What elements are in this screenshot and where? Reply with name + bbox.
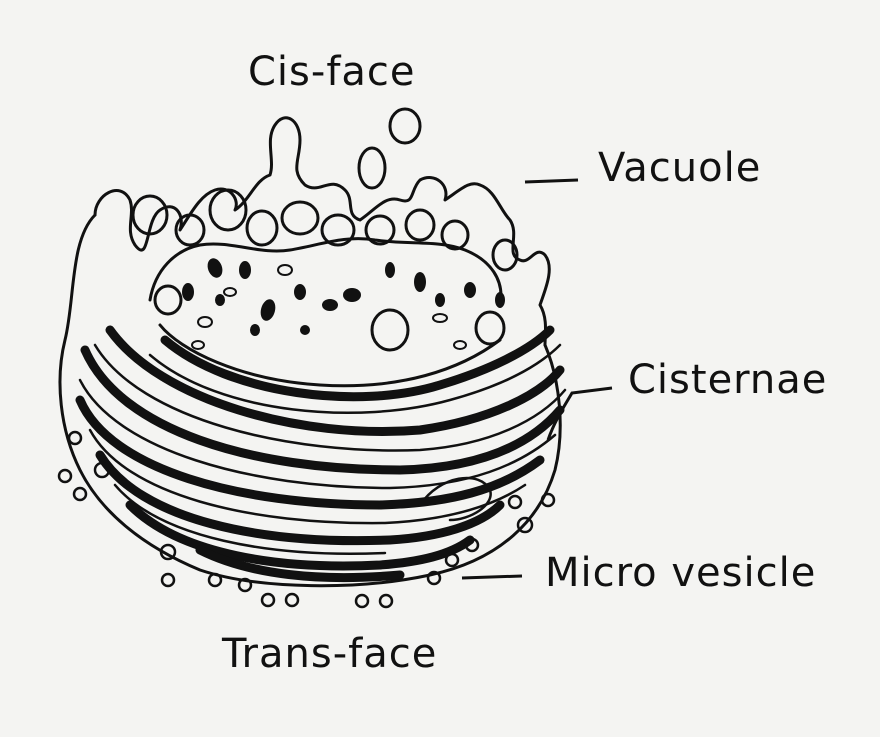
label-cisternae: Cisternae [628, 357, 828, 403]
microvesicles [57, 430, 556, 609]
label-vacuole: Vacuole [598, 145, 762, 191]
vacuoles [131, 107, 519, 352]
cisterna-1 [160, 325, 555, 402]
dense-granules [182, 258, 505, 336]
cisterna-7 [195, 545, 405, 583]
small-granules [191, 264, 467, 350]
trans-cisterna-swelling [418, 476, 492, 522]
cisterna-4 [75, 395, 545, 510]
leader-microvesicle [461, 574, 523, 580]
cisterna-2 [105, 325, 565, 437]
leader-cisternae [546, 386, 613, 441]
cis-face-tubules [93, 116, 551, 347]
label-cis-face: Cis-face [248, 49, 416, 95]
cisterna-6 [125, 500, 475, 571]
label-trans-face: Trans-face [222, 631, 438, 677]
cisterna-5 [95, 450, 505, 546]
label-microvesicle: Micro vesicle [545, 550, 817, 596]
leader-lines [461, 178, 613, 580]
leader-vacuole [524, 178, 579, 184]
cisterna-3 [80, 345, 565, 475]
cisternae-stack [75, 325, 565, 583]
golgi-outer-outline [58, 213, 562, 588]
